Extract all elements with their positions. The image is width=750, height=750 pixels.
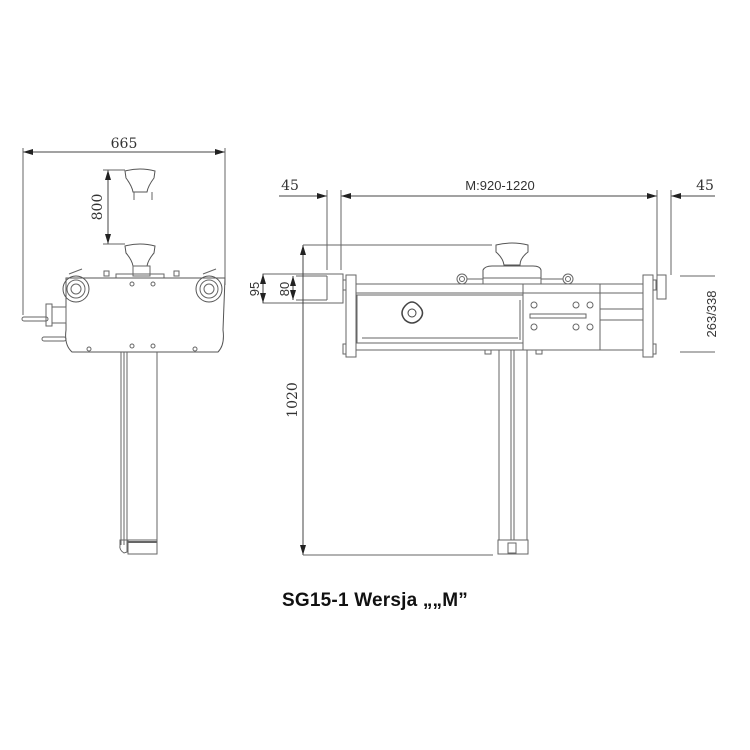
pad-outer-dimension-label: 95 — [247, 282, 262, 296]
span-dimension-label: M:920-1220 — [465, 178, 534, 193]
width-dimension-label: 665 — [111, 136, 138, 152]
left-offset-dimension-label: 45 — [281, 178, 299, 194]
front-view — [260, 190, 715, 556]
arm-height-dimension-label: 263/338 — [704, 291, 719, 338]
side-view — [21, 148, 226, 555]
lift-dimension-label: 800 — [90, 194, 106, 221]
model-caption: SG15-1 Wersja „„M” — [282, 590, 468, 611]
right-offset-dimension-label: 45 — [696, 178, 714, 194]
height-dimension-label: 1020 — [285, 382, 301, 418]
pad-inner-dimension-label: 80 — [277, 282, 292, 296]
